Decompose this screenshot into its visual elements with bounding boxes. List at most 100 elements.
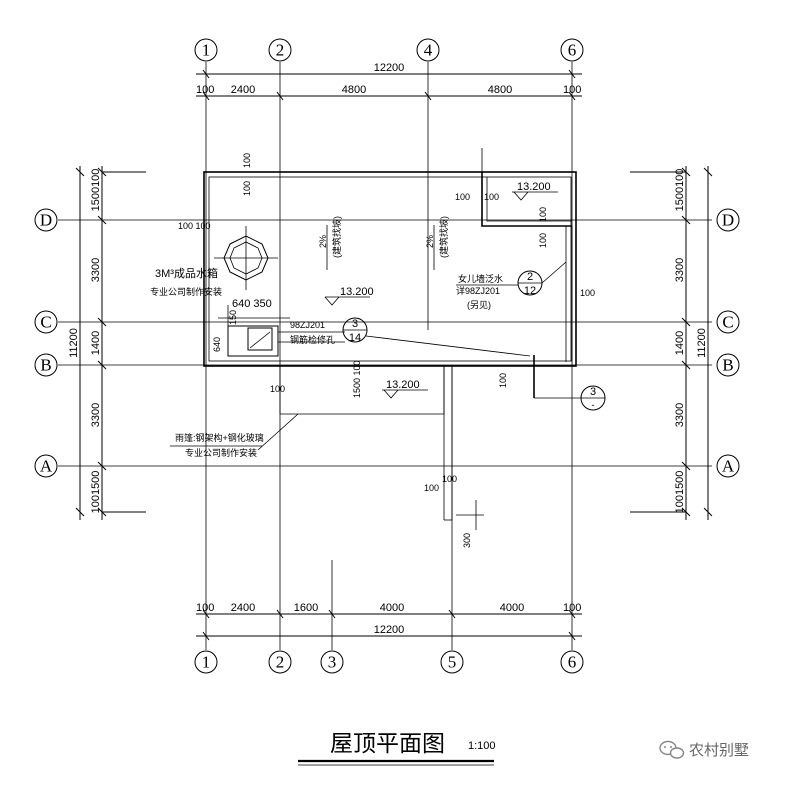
canopy-label: 雨篷:钢架构+钢化玻璃 bbox=[175, 432, 264, 443]
grid-bubbles-top: 1 2 4 6 bbox=[194, 38, 584, 62]
grid-bubbles-left: D C B A bbox=[34, 208, 58, 478]
top-dim-1: 100 bbox=[196, 84, 214, 96]
callout2-top: 2 bbox=[527, 271, 533, 283]
bottom-dim-6: 100 bbox=[563, 602, 581, 614]
dim-100-h: 100 bbox=[270, 384, 285, 394]
dim-100-j: 100 bbox=[424, 483, 439, 493]
grid-top-1: 1 bbox=[202, 41, 211, 60]
left-dimensions: 11200 1500100 3300 1400 3300 1001500 bbox=[68, 166, 146, 520]
water-tank: 3M³成品水箱 专业公司制作安装 bbox=[150, 226, 278, 297]
grid-left-B: B bbox=[40, 356, 51, 375]
hatch-ref: 98ZJ201 bbox=[290, 320, 325, 330]
hatch-dim-top: 640 350 bbox=[232, 298, 272, 310]
hatch-dim-150: 150 bbox=[228, 310, 238, 325]
dim-1500-100: 1500 100 bbox=[352, 360, 362, 398]
slope-note-2: (建筑找坡) bbox=[438, 216, 449, 258]
bottom-dim-2: 2400 bbox=[231, 602, 255, 614]
grid-right-B: B bbox=[722, 356, 733, 375]
top-dim-3: 4800 bbox=[342, 84, 366, 96]
right-dim-5: 1001500 bbox=[674, 471, 686, 514]
callout-2-12: 2 12 bbox=[517, 261, 567, 297]
bottom-total-dim: 12200 bbox=[374, 624, 405, 636]
grid-left-C: C bbox=[40, 313, 51, 332]
right-dim-3: 1400 bbox=[674, 331, 686, 355]
left-dim-3: 1400 bbox=[90, 331, 102, 355]
grid-right-C: C bbox=[722, 313, 733, 332]
left-dim-5: 1001500 bbox=[90, 471, 102, 514]
drawing-scale: 1:100 bbox=[468, 740, 496, 752]
callout3-bot: - bbox=[592, 400, 595, 410]
top-dim-2: 2400 bbox=[231, 84, 255, 96]
top-total-dim: 12200 bbox=[374, 62, 405, 74]
top-dimensions: 12200 100 2400 4800 4800 100 bbox=[196, 62, 582, 101]
callout2-bot: 12 bbox=[524, 285, 536, 297]
wechat-icon bbox=[659, 740, 685, 759]
elev-1: 13.200 bbox=[340, 286, 374, 298]
parapet-ref: 详98ZJ201 bbox=[456, 285, 500, 296]
parapet-note: 女儿墙泛水 详98ZJ201 (另见) bbox=[456, 273, 518, 310]
right-dim-2: 3300 bbox=[674, 258, 686, 282]
canopy: 雨篷:钢架构+钢化玻璃 专业公司制作安装 bbox=[170, 335, 531, 521]
dim-100-g: 100 bbox=[580, 288, 595, 298]
bottom-dim-4: 4000 bbox=[380, 602, 404, 614]
grid-lines-horizontal bbox=[58, 219, 712, 467]
roof-hatch: 640 350 150 640 98ZJ201 钢筋检修孔 bbox=[212, 298, 345, 357]
dim-100-f: 100 bbox=[538, 233, 548, 248]
watermark-text: 农村别墅 bbox=[689, 741, 749, 759]
bottom-dimensions: 100 2400 1600 4000 4000 100 12200 bbox=[196, 602, 582, 641]
drawing-title-block: 屋顶平面图 1:100 bbox=[298, 731, 496, 766]
dim-100-b: 100 bbox=[242, 181, 252, 196]
callout-3: 3 - bbox=[533, 355, 606, 411]
grid-bottom-1: 1 bbox=[202, 653, 211, 672]
elevations: 13.200 13.200 13.200 bbox=[324, 181, 558, 399]
grid-top-2: 2 bbox=[276, 41, 285, 60]
grid-right-A: A bbox=[722, 457, 735, 476]
dim-100-a: 100 bbox=[242, 153, 252, 168]
grid-left-D: D bbox=[40, 211, 52, 230]
watermark: 农村别墅 bbox=[659, 740, 749, 759]
bottom-dim-5: 4000 bbox=[500, 602, 524, 614]
grid-bottom-3: 3 bbox=[328, 653, 337, 672]
parapet-label: 女儿墙泛水 bbox=[458, 273, 503, 284]
slope-note-1: (建筑找坡) bbox=[331, 216, 342, 258]
elev-3: 13.200 bbox=[386, 379, 420, 391]
local-dimensions: 100 100 100 100 100 100 100 100 100 100 … bbox=[178, 153, 595, 548]
tank-label: 3M³成品水箱 bbox=[155, 266, 218, 280]
hatch-note: 钢筋检修孔 bbox=[290, 334, 335, 345]
right-dim-1: 1500100 bbox=[674, 169, 686, 212]
dim-100-i: 100 bbox=[498, 373, 508, 388]
dim-100-100: 100 100 bbox=[178, 221, 211, 231]
grid-left-A: A bbox=[40, 457, 53, 476]
hatch-dim-640: 640 bbox=[212, 337, 222, 352]
slope-2: 2% bbox=[425, 235, 435, 248]
grid-top-4: 4 bbox=[424, 41, 433, 60]
left-dim-1: 1500100 bbox=[90, 169, 102, 212]
right-dim-4: 3300 bbox=[674, 403, 686, 427]
grid-right-D: D bbox=[722, 211, 734, 230]
tank-note: 专业公司制作安装 bbox=[150, 286, 222, 297]
top-dim-5: 100 bbox=[563, 84, 581, 96]
grid-bottom-5: 5 bbox=[448, 653, 457, 672]
left-dim-4: 3300 bbox=[90, 403, 102, 427]
bottom-dim-1: 100 bbox=[196, 602, 214, 614]
canopy-note: 专业公司制作安装 bbox=[185, 447, 257, 458]
dim-100-e: 100 bbox=[538, 207, 548, 222]
left-total-dim: 11200 bbox=[68, 328, 80, 358]
bottom-dim-3: 1600 bbox=[294, 602, 318, 614]
callout-3-14: 3 14 bbox=[342, 317, 368, 344]
grid-bubbles-right: D C B A bbox=[716, 208, 740, 478]
drawing-title: 屋顶平面图 bbox=[330, 731, 445, 757]
grid-bottom-2: 2 bbox=[276, 653, 285, 672]
grid-bubbles-bottom: 1 2 3 5 6 bbox=[194, 650, 584, 674]
dim-100-d: 100 bbox=[484, 192, 499, 202]
right-dimensions: 1500100 3300 1400 3300 1001500 11200 bbox=[630, 166, 713, 520]
dim-300: 300 bbox=[462, 533, 472, 548]
right-total-dim: 11200 bbox=[696, 328, 708, 358]
parapet-ref2: (另见) bbox=[467, 300, 491, 310]
slope-arrows: 2% (建筑找坡) 2% (建筑找坡) bbox=[318, 216, 449, 270]
dim-100-k: 100 bbox=[442, 474, 457, 484]
top-dim-4: 4800 bbox=[488, 84, 512, 96]
roof-outline bbox=[203, 148, 577, 367]
callout1-bot: 14 bbox=[349, 332, 361, 344]
